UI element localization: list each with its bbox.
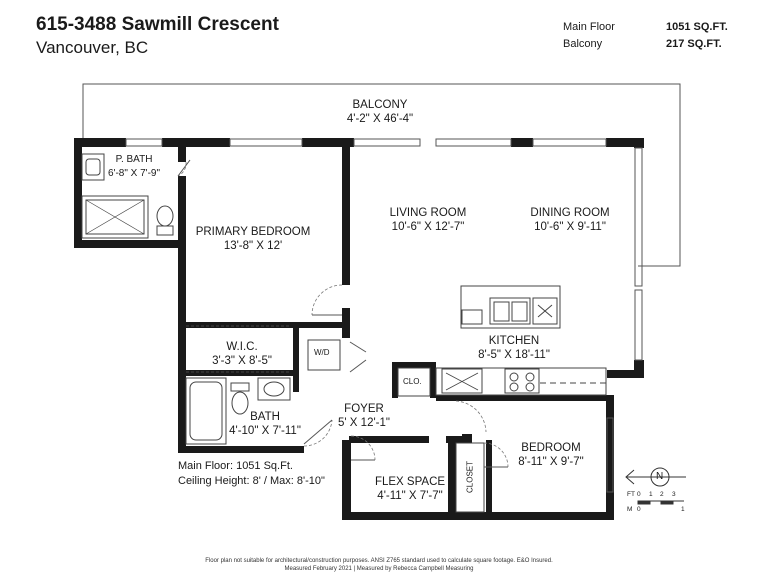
north-label: N xyxy=(656,471,664,482)
room-flex-space-dim: 4'-11" X 7'-7" xyxy=(377,490,443,502)
footer-measured: Measured February 2021 | Measured by Reb… xyxy=(284,566,474,572)
room-bath-name: BATH xyxy=(250,411,280,423)
closet-clo-label: CLO. xyxy=(403,377,422,386)
area-balcony-value: 217 SQ.FT. xyxy=(666,38,722,50)
page-title: 615-3488 Sawmill Crescent xyxy=(36,14,279,35)
room-p-bath: P. BATH 6'-8" X 7'-9" xyxy=(108,153,160,181)
kitchen-fixtures xyxy=(435,285,607,396)
room-bedroom-dim: 8'-11" X 9'-7" xyxy=(518,456,584,468)
room-p-bath-name: P. BATH xyxy=(115,154,153,165)
scale-ft-tick-3: 3 xyxy=(672,491,676,498)
scale-m-label: M xyxy=(627,506,633,513)
room-wic: W.I.C. 3'-3" X 8'-5" xyxy=(212,340,272,368)
room-living-room-name: LIVING ROOM xyxy=(389,207,467,219)
note-ceiling-height: Ceiling Height: 8' / Max: 8'-10" xyxy=(178,475,325,487)
area-main-floor-value: 1051 SQ.FT. xyxy=(666,21,728,33)
room-wic-name: W.I.C. xyxy=(226,341,258,353)
room-dining-room: DINING ROOM 10'-6" X 9'-11" xyxy=(530,206,609,234)
room-primary-bedroom-dim: 13'-8" X 12' xyxy=(223,240,283,252)
scale-ft-label: FT xyxy=(627,491,635,498)
walls xyxy=(74,138,644,520)
room-bath-dim: 4'-10" X 7'-11" xyxy=(229,425,301,437)
balcony-outline xyxy=(82,83,681,267)
scale-bar xyxy=(637,500,684,505)
closet-label: CLOSET xyxy=(465,460,475,494)
room-foyer: FOYER 5' X 12'-1" xyxy=(338,402,390,430)
room-bedroom: BEDROOM 8'-11" X 9'-7" xyxy=(518,441,583,469)
bath-fixtures xyxy=(81,153,291,445)
scale-ft-tick-0: 0 xyxy=(637,491,641,498)
page-subtitle: Vancouver, BC xyxy=(36,38,149,57)
north-arrow-icon xyxy=(625,467,686,487)
room-foyer-dim: 5' X 12'-1" xyxy=(338,417,390,429)
washer-dryer-label: W/D xyxy=(314,348,330,357)
room-living-room: LIVING ROOM 10'-6" X 12'-7" xyxy=(390,206,467,234)
scale-m-tick-0: 0 xyxy=(637,506,641,513)
room-balcony-name: BALCONY xyxy=(352,99,408,111)
footer-disclaimer: Floor plan not suitable for architectura… xyxy=(205,558,553,564)
room-wic-dim: 3'-3" X 8'-5" xyxy=(212,355,272,367)
area-balcony-label: Balcony xyxy=(563,38,603,50)
scale-ft-tick-1: 1 xyxy=(649,491,653,498)
closet-fixtures xyxy=(186,325,485,513)
scale-ft-tick-2: 2 xyxy=(660,491,664,498)
room-primary-bedroom: PRIMARY BEDROOM 13'-8" X 12' xyxy=(196,225,311,253)
note-main-floor: Main Floor: 1051 Sq.Ft. xyxy=(178,460,293,472)
room-dining-room-name: DINING ROOM xyxy=(530,207,610,219)
room-flex-space: FLEX SPACE 4'-11" X 7'-7" xyxy=(375,475,445,503)
room-balcony: BALCONY 4'-2" X 46'-4" xyxy=(347,98,413,126)
room-balcony-dim: 4'-2" X 46'-4" xyxy=(346,113,414,125)
windows xyxy=(125,138,643,493)
room-living-room-dim: 10'-6" X 12'-7" xyxy=(391,221,465,233)
room-kitchen-name: KITCHEN xyxy=(488,335,540,347)
room-bedroom-name: BEDROOM xyxy=(521,442,581,454)
room-kitchen-dim: 8'-5" X 18'-11" xyxy=(478,349,550,361)
room-p-bath-dim: 6'-8" X 7'-9" xyxy=(107,168,161,179)
room-bath: BATH 4'-10" X 7'-11" xyxy=(229,410,301,438)
doors xyxy=(177,159,508,468)
room-foyer-name: FOYER xyxy=(344,403,384,415)
room-kitchen: KITCHEN 8'-5" X 18'-11" xyxy=(478,334,550,362)
room-primary-bedroom-name: PRIMARY BEDROOM xyxy=(195,226,311,238)
room-dining-room-dim: 10'-6" X 9'-11" xyxy=(534,221,606,233)
area-main-floor-label: Main Floor xyxy=(563,21,615,33)
room-flex-space-name: FLEX SPACE xyxy=(374,476,446,488)
scale-m-tick-1: 1 xyxy=(681,506,685,513)
